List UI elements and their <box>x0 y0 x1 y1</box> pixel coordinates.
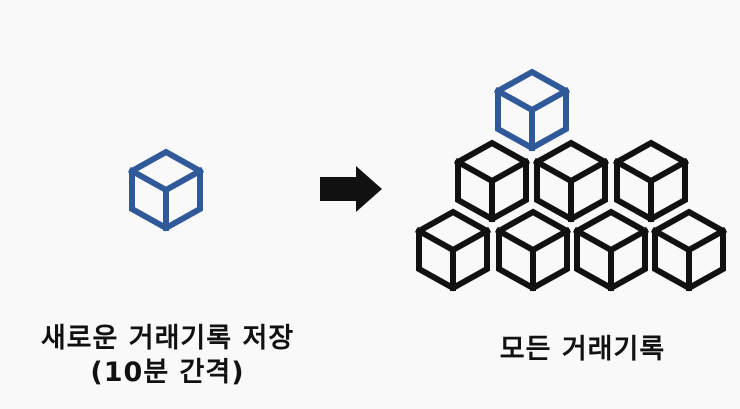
new-block-caption: 새로운 거래기록 저장 (10분 간격) <box>0 322 335 390</box>
chain-block-cube-icon <box>419 212 487 288</box>
new-block-cube-icon <box>132 152 200 228</box>
chain-block-cube-icon <box>577 212 645 288</box>
all-records-caption: 모든 거래기록 <box>499 334 666 365</box>
chain-block-cube-icon <box>458 143 526 219</box>
right-arrow-icon <box>320 166 382 212</box>
chain-top-block-cube-icon <box>498 72 566 148</box>
new-block-caption-line1: 새로운 거래기록 저장 <box>40 323 295 354</box>
chain-block-cube-icon <box>617 143 685 219</box>
new-block-caption-line2: (10분 간격) <box>90 357 245 388</box>
chain-block-cube-icon <box>499 212 567 288</box>
chain-block-cube-icon <box>655 212 723 288</box>
chain-blocks <box>419 72 723 288</box>
chain-block-cube-icon <box>537 143 605 219</box>
